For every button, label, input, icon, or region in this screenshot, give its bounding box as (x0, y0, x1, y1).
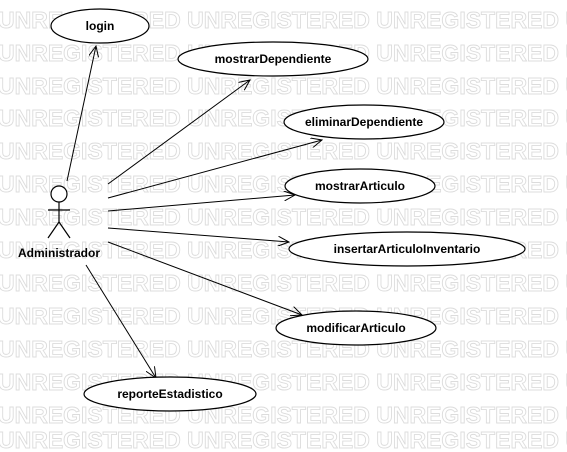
use-case-ellipse (284, 168, 436, 204)
use-case-insertar-articulo-inventario[interactable]: insertarArticuloInventario (288, 231, 526, 267)
watermark-row: UNREGISTERED UNREGISTERED UNREGISTERED U… (0, 336, 567, 362)
actor-right-leg (58, 221, 71, 239)
watermark: UNREGISTERED UNREGISTERED UNREGISTERED U… (0, 7, 567, 452)
use-case-mostrar-articulo[interactable]: mostrarArticulo (284, 168, 436, 204)
use-case-ellipse (83, 376, 257, 412)
use-case-ellipse (177, 41, 369, 77)
association-modificar-articulo[interactable] (107, 241, 302, 315)
watermark-row: UNREGISTERED UNREGISTERED UNREGISTERED U… (0, 427, 567, 452)
watermark-row: UNREGISTERED UNREGISTERED UNREGISTERED U… (0, 204, 567, 230)
use-case-ellipse (50, 8, 150, 44)
use-case-label: mostrarArticulo (315, 179, 405, 193)
association-mostrar-articulo[interactable] (107, 195, 295, 212)
watermark-row: UNREGISTERED UNREGISTERED UNREGISTERED U… (0, 138, 567, 164)
association-mostrar-dependiente[interactable] (107, 80, 250, 185)
use-case-label: insertarArticuloInventario (334, 242, 481, 256)
use-case-label: eliminarDependiente (305, 115, 423, 129)
association-reporte-estadistico[interactable] (85, 264, 156, 378)
use-case-ellipse (283, 104, 445, 140)
association-login[interactable] (66, 46, 96, 182)
actor-name: Administrador (18, 246, 100, 260)
watermark-row: UNREGISTERED UNREGISTERED UNREGISTERED U… (0, 402, 567, 428)
use-case-mostrar-dependiente[interactable]: mostrarDependiente (177, 41, 369, 77)
actor-left-leg (47, 221, 60, 239)
watermark-row: UNREGISTERED UNREGISTERED UNREGISTERED U… (0, 105, 567, 131)
watermark-row: UNREGISTERED UNREGISTERED UNREGISTERED U… (0, 73, 567, 99)
use-case-ellipse (275, 310, 437, 346)
use-case-ellipse (288, 231, 526, 267)
use-case-label: mostrarDependiente (215, 52, 332, 66)
use-case-modificar-articulo[interactable]: modificarArticulo (275, 310, 437, 346)
use-case-reporte-estadistico[interactable]: reporteEstadistico (83, 376, 257, 412)
associations (66, 46, 322, 378)
use-case-login[interactable]: login (50, 8, 150, 44)
use-case-label: modificarArticulo (306, 321, 405, 335)
actor-head-icon (50, 185, 68, 203)
use-case-label: reporteEstadistico (117, 387, 222, 401)
use-case-eliminar-dependiente[interactable]: eliminarDependiente (283, 104, 445, 140)
watermark-row: UNREGISTERED UNREGISTERED UNREGISTERED U… (0, 171, 567, 197)
use-case-label: login (86, 19, 115, 33)
actor-administrador[interactable]: Administrador (18, 185, 100, 260)
association-insertar-articulo-inventario[interactable] (107, 227, 289, 242)
watermark-row: UNREGISTERED UNREGISTERED UNREGISTERED U… (0, 270, 567, 296)
association-eliminar-dependiente[interactable] (107, 140, 322, 199)
